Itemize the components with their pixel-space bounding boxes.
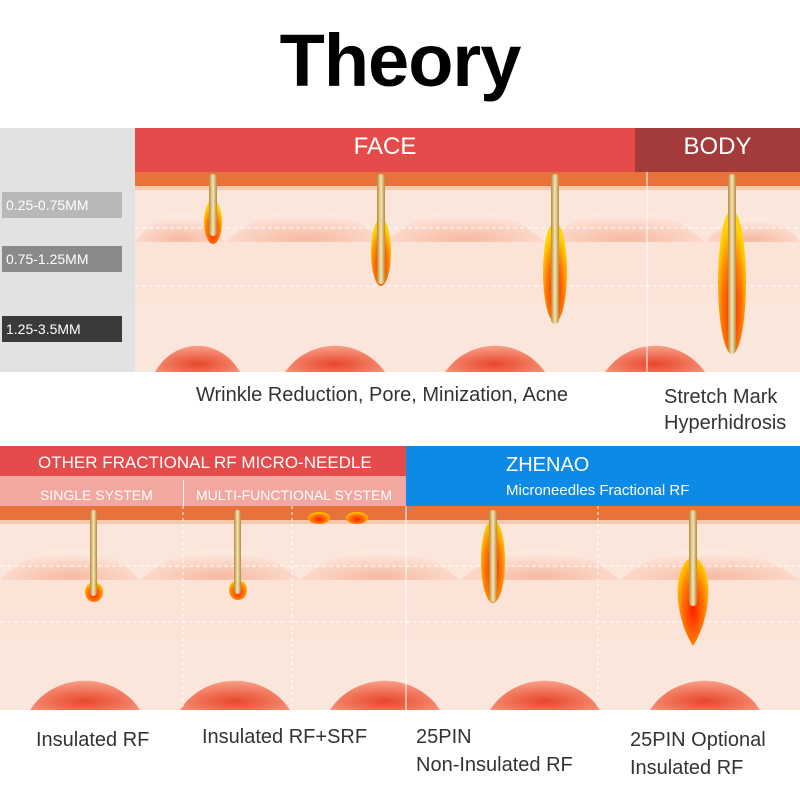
zhenao-title: ZHENAO xyxy=(506,454,590,476)
caption-optional-line1: 25PIN Optional xyxy=(630,729,766,751)
depth-label-1: 0.25-0.75MM xyxy=(2,192,122,218)
needle-optional-insulated-rf xyxy=(677,510,709,646)
depth-label-3: 1.25-3.5MM xyxy=(2,316,122,342)
dermis-blobs xyxy=(155,345,705,372)
zhenao-band: ZHENAO Microneedles Fractional RF xyxy=(406,446,800,506)
caption-optional-line2: Insulated RF xyxy=(630,757,744,779)
dermis-blobs-bottom xyxy=(30,680,760,710)
face-caption: Wrinkle Reduction, Pore, Minization, Acn… xyxy=(196,384,569,406)
page-title: Theory xyxy=(279,19,522,102)
caption-insulated-rf-srf: Insulated RF+SRF xyxy=(202,726,368,748)
multi-system-label: MULTI-FUNCTIONAL SYSTEM xyxy=(196,487,393,503)
body-band: BODY xyxy=(635,128,800,172)
needle-insulated-rf xyxy=(85,510,103,602)
face-body-skin-diagram xyxy=(135,172,800,372)
other-subheader xyxy=(0,476,406,506)
caption-25pin-line2: Non-Insulated RF xyxy=(416,754,573,776)
other-fractional-band: OTHER FRACTIONAL RF MICRO-NEEDLE xyxy=(0,446,406,476)
zhenao-subtitle: Microneedles Fractional RF xyxy=(506,482,690,499)
needle-shallow xyxy=(204,174,222,244)
body-caption-line2: Hyperhidrosis xyxy=(664,412,787,434)
needle-deep xyxy=(543,174,567,324)
single-system-label: SINGLE SYSTEM xyxy=(40,487,153,503)
needle-insulated-rf-srf xyxy=(229,510,368,600)
caption-25pin-line1: 25PIN xyxy=(416,726,472,748)
caption-insulated-rf: Insulated RF xyxy=(36,729,150,751)
needle-medium xyxy=(371,174,391,286)
depth-label-2: 0.75-1.25MM xyxy=(2,246,122,272)
needle-body xyxy=(718,174,746,354)
comparison-skin-diagram xyxy=(0,506,800,710)
subheader-divider xyxy=(183,480,184,506)
body-caption-line1: Stretch Mark xyxy=(664,386,778,408)
face-band: FACE xyxy=(135,128,635,172)
skin-bumps-bottom xyxy=(0,547,800,640)
needle-non-insulated-rf xyxy=(481,510,505,603)
